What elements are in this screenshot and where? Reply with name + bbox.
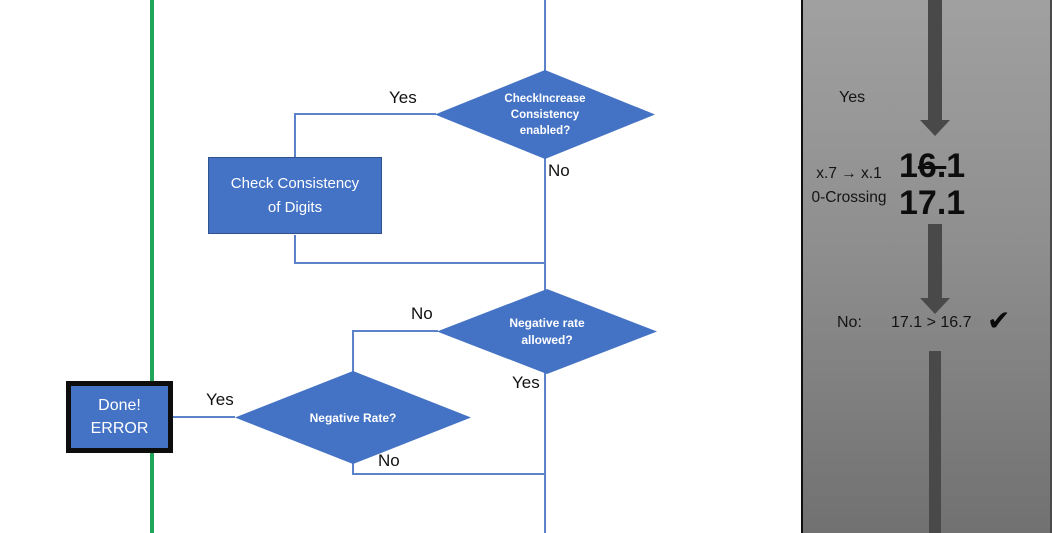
checkmark-icon: ✔ <box>987 305 1011 336</box>
transform-rule: x.7 → x.1 0-Crossing <box>803 162 895 210</box>
old-value-rest: 1 <box>946 147 966 185</box>
decision-line: Negative Rate? <box>309 410 397 425</box>
connector-d2-yes-v <box>544 373 546 533</box>
decision-negative-rate-label: Negative Rate? <box>310 410 397 426</box>
decision-checkincrease-label: CheckIncrease Consistency enabled? <box>504 91 585 139</box>
edge-label-yes-d2: Yes <box>512 373 540 392</box>
value-comparison: 16.1 17.1 <box>899 148 965 222</box>
rule-line-2: 0-Crossing <box>811 189 887 206</box>
panel-yes-label: Yes <box>839 89 866 106</box>
annotation-side-panel: Yes x.7 → x.1 0-Crossing 16.1 17.1 No: 1… <box>801 0 1052 533</box>
process-check-consistency: Check Consistency of Digits <box>208 157 382 234</box>
connector-d2-no-h <box>352 330 438 332</box>
terminator-done-error: Done! ERROR <box>66 381 173 453</box>
connector-d3-no-h <box>352 473 545 475</box>
edge-label-no-d2: No <box>411 304 433 323</box>
decision-line: Consistency <box>510 108 580 121</box>
down-arrow-icon <box>928 224 942 299</box>
down-arrow-icon <box>928 0 942 121</box>
old-value-prefix: 1 <box>899 147 918 185</box>
connector-d3-yes-h <box>173 416 235 418</box>
terminator-line: ERROR <box>90 420 149 437</box>
green-divider-line <box>150 0 154 533</box>
connector-rect-down <box>294 235 296 263</box>
rule-line-1: x.7 → x.1 <box>816 165 882 182</box>
connector-rect-merge-h <box>294 262 545 264</box>
connector-d1-yes-h <box>294 113 436 115</box>
result-comparison: 17.1 > 16.7 <box>891 314 972 331</box>
decision-negative-rate-allowed-label: Negative rate allowed? <box>509 315 584 349</box>
new-value: 17.1 <box>899 184 966 222</box>
result-no-label: No: <box>837 314 862 331</box>
decision-negative-rate-allowed: Negative rate allowed? <box>437 289 657 374</box>
edge-label-no-d3: No <box>378 451 400 470</box>
decision-line: CheckIncrease <box>504 92 586 105</box>
connector-d1-no-v <box>544 158 546 291</box>
connector-d3-no-v <box>352 463 354 474</box>
decision-checkincrease-consistency: CheckIncrease Consistency enabled? <box>435 70 655 159</box>
old-value: 16.1 <box>899 148 965 185</box>
connector-d2-no-v <box>352 330 354 373</box>
decision-line: allowed? <box>521 332 573 347</box>
process-line: of Digits <box>267 198 323 216</box>
down-arrow-head-icon <box>920 298 950 314</box>
decision-line: enabled? <box>519 124 571 137</box>
old-value-struck: 6. <box>917 147 947 185</box>
connector-top-to-d1 <box>544 0 546 71</box>
decision-negative-rate: Negative Rate? <box>235 371 471 464</box>
process-line: Check Consistency <box>230 174 360 192</box>
terminator-line: Done! <box>98 397 141 414</box>
edge-label-no-d1: No <box>548 161 570 180</box>
edge-label-yes-d1: Yes <box>389 88 417 107</box>
down-arrow-head-icon <box>920 120 950 136</box>
decision-line: Negative rate <box>509 315 585 330</box>
edge-label-yes-d3: Yes <box>206 390 234 409</box>
down-arrow-shaft-icon <box>929 351 941 533</box>
connector-d1-yes-v <box>294 113 296 158</box>
